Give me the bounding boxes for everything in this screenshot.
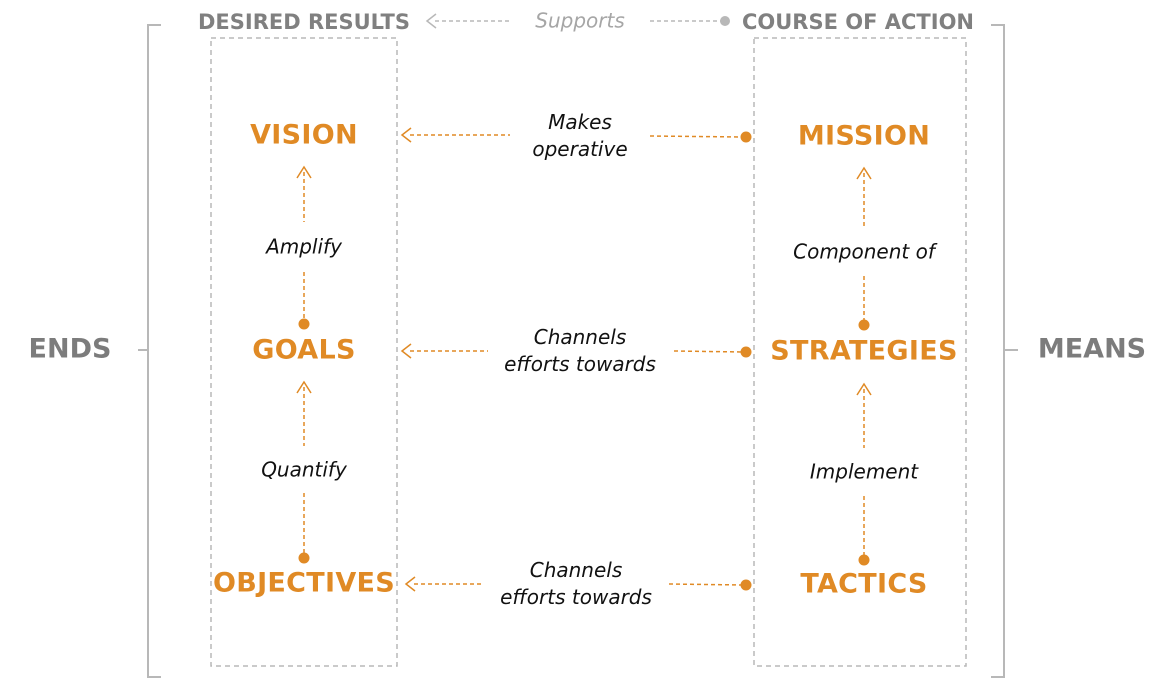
desired-results-box (210, 37, 398, 667)
amplify-label: Amplify (266, 234, 342, 259)
supports-label: Supports (535, 8, 625, 33)
desired-results-header: DESIRED RESULTS (197, 10, 411, 34)
ends-label: ENDS (28, 333, 112, 365)
channels-goals-line-1: Channels (533, 325, 627, 349)
goals-node: GOALS (252, 334, 356, 366)
mission-node: MISSION (797, 120, 931, 152)
connector-tactics-strategies (856, 382, 872, 566)
channels-goals-label: Channels efforts towards (504, 324, 656, 378)
course-of-action-header: COURSE OF ACTION (741, 10, 975, 34)
channels-objectives-line-2: efforts towards (500, 585, 652, 609)
connector-objectives-goals (296, 380, 312, 564)
channels-objectives-line-1: Channels (529, 558, 623, 582)
makes-operative-line-1: Makes (548, 110, 612, 134)
channels-goals-line-2: efforts towards (504, 352, 656, 376)
implement-label: Implement (809, 459, 919, 484)
supports-connector (425, 13, 730, 29)
left-brace (138, 24, 161, 678)
means-label: MEANS (1037, 333, 1147, 365)
right-brace (991, 24, 1018, 678)
vision-node: VISION (250, 119, 358, 151)
makes-operative-line-2: operative (532, 137, 628, 161)
objectives-node: OBJECTIVES (212, 567, 396, 599)
channels-objectives-label: Channels efforts towards (500, 557, 652, 611)
connector-tactics-objectives (404, 576, 752, 592)
connector-goals-vision (296, 165, 312, 330)
quantify-label: Quantify (261, 457, 347, 482)
connector-strategies-mission (856, 166, 872, 331)
component-of-label: Component of (793, 239, 935, 264)
strategies-node: STRATEGIES (770, 335, 958, 367)
connector-mission-vision (400, 127, 752, 143)
makes-operative-label: Makes operative (532, 109, 627, 163)
course-of-action-box (753, 37, 967, 667)
tactics-node: TACTICS (800, 568, 928, 600)
connector-strategies-goals (400, 343, 752, 359)
